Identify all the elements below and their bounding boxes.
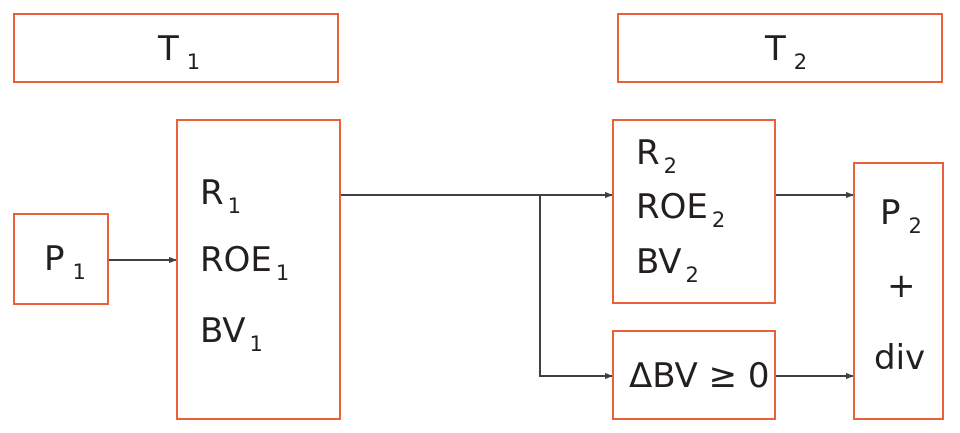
t1-label-main: T xyxy=(158,29,179,69)
r2-label-sub: 2 xyxy=(663,154,677,179)
delta-bv-box: ΔBV ≥ 0 xyxy=(612,330,776,420)
plus-label: + xyxy=(887,266,916,306)
r1-label-sub: 1 xyxy=(227,194,241,219)
roe2-label-main: ROE xyxy=(636,187,708,227)
bv2-label-sub: 2 xyxy=(685,263,699,288)
p2-label-sub: 2 xyxy=(908,214,922,239)
roe1-label-main: ROE xyxy=(200,240,272,280)
bv1-label-main: BV xyxy=(200,311,246,351)
roe1-label-sub: 1 xyxy=(275,261,290,286)
r2-label-main: R xyxy=(636,133,660,173)
p1-label-sub: 1 xyxy=(72,260,86,285)
r1-label-main: R xyxy=(200,173,224,213)
bv2-label-main: BV xyxy=(636,242,682,282)
div-label: div xyxy=(874,338,926,378)
roe2-label-sub: 2 xyxy=(711,208,726,233)
t1-label-sub: 1 xyxy=(186,50,201,75)
bv1-label-sub: 1 xyxy=(249,332,263,357)
t2-label-main: T xyxy=(765,29,786,69)
t2-label-sub: 2 xyxy=(793,50,808,75)
p1-label-main: P xyxy=(44,239,65,279)
delta-bv-label: ΔBV ≥ 0 xyxy=(629,356,770,396)
arrow-to-delta-bv xyxy=(539,195,613,380)
p2-label-main: P xyxy=(880,193,901,233)
